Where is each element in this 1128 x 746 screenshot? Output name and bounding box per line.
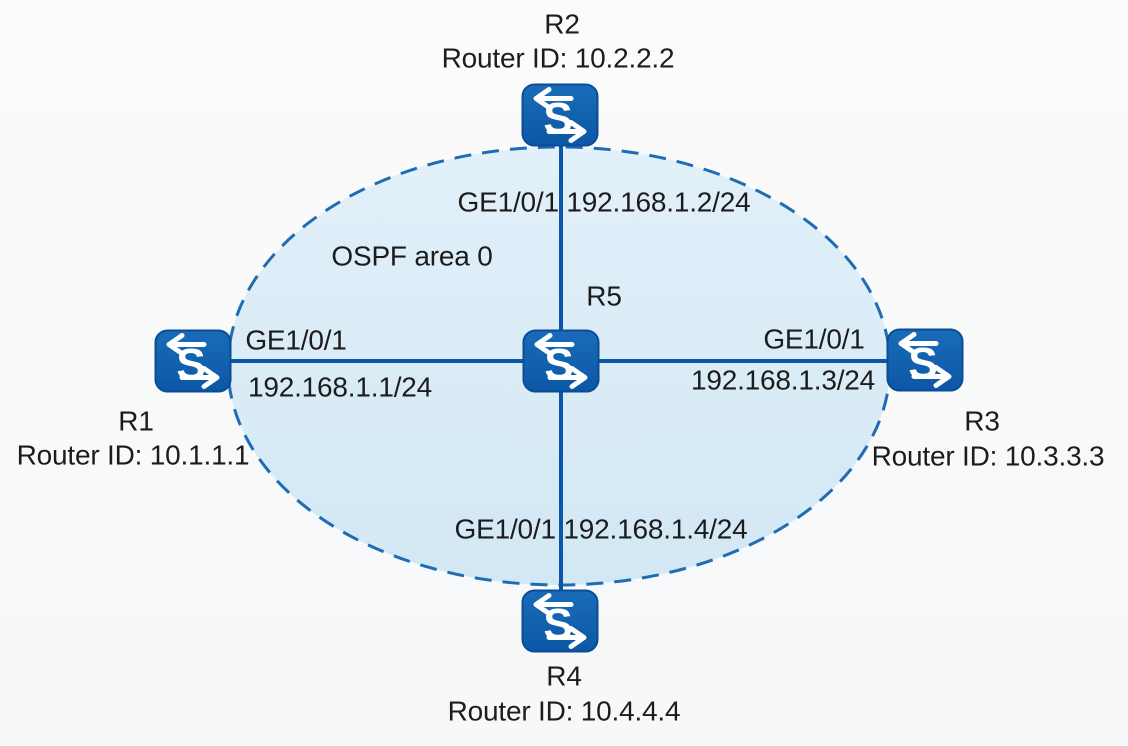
node-label-r3: R3: [964, 405, 1000, 437]
router-icon-r2[interactable]: S: [521, 83, 599, 147]
switch-letter: S: [176, 340, 205, 389]
router-icon-r1[interactable]: S: [154, 329, 232, 393]
router-id-label-r3: Router ID: 10.3.3.3: [871, 440, 1105, 472]
switch-letter: S: [543, 600, 572, 649]
router-icon-r3[interactable]: S: [886, 328, 964, 392]
switch-arrows-icon: [166, 333, 220, 389]
interface-label-r3-if: GE1/0/1: [763, 323, 865, 355]
interface-label-r4-link: GE1/0/1 192.168.1.4/24: [454, 513, 748, 545]
router-icon-r4[interactable]: S: [521, 589, 599, 653]
node-label-r2: R2: [544, 8, 580, 40]
switch-letter: S: [543, 94, 572, 143]
switch-arrows-icon: [534, 333, 588, 389]
switch-letter: S: [908, 339, 937, 388]
interface-label-r1-if: GE1/0/1: [245, 324, 347, 356]
node-label-r1: R1: [118, 405, 154, 437]
node-label-r4: R4: [546, 660, 582, 692]
ospf-area-label: OSPF area 0: [331, 240, 493, 272]
switch-arrows-icon: [533, 593, 587, 649]
switch-arrows-icon: [533, 87, 587, 143]
router-icon-r5[interactable]: S: [522, 329, 600, 393]
router-id-label-r2: Router ID: 10.2.2.2: [441, 42, 675, 74]
switch-arrows-icon: [898, 332, 952, 388]
switch-letter: S: [544, 340, 573, 389]
interface-label-r3-ip: 192.168.1.3/24: [690, 364, 876, 396]
interface-label-r1-ip: 192.168.1.1/24: [247, 371, 433, 403]
node-label-r5: R5: [586, 280, 622, 312]
router-id-label-r1: Router ID: 10.1.1.1: [16, 439, 250, 471]
router-id-label-r4: Router ID: 10.4.4.4: [447, 695, 681, 727]
interface-label-r2-link: GE1/0/1 192.168.1.2/24: [457, 186, 751, 218]
